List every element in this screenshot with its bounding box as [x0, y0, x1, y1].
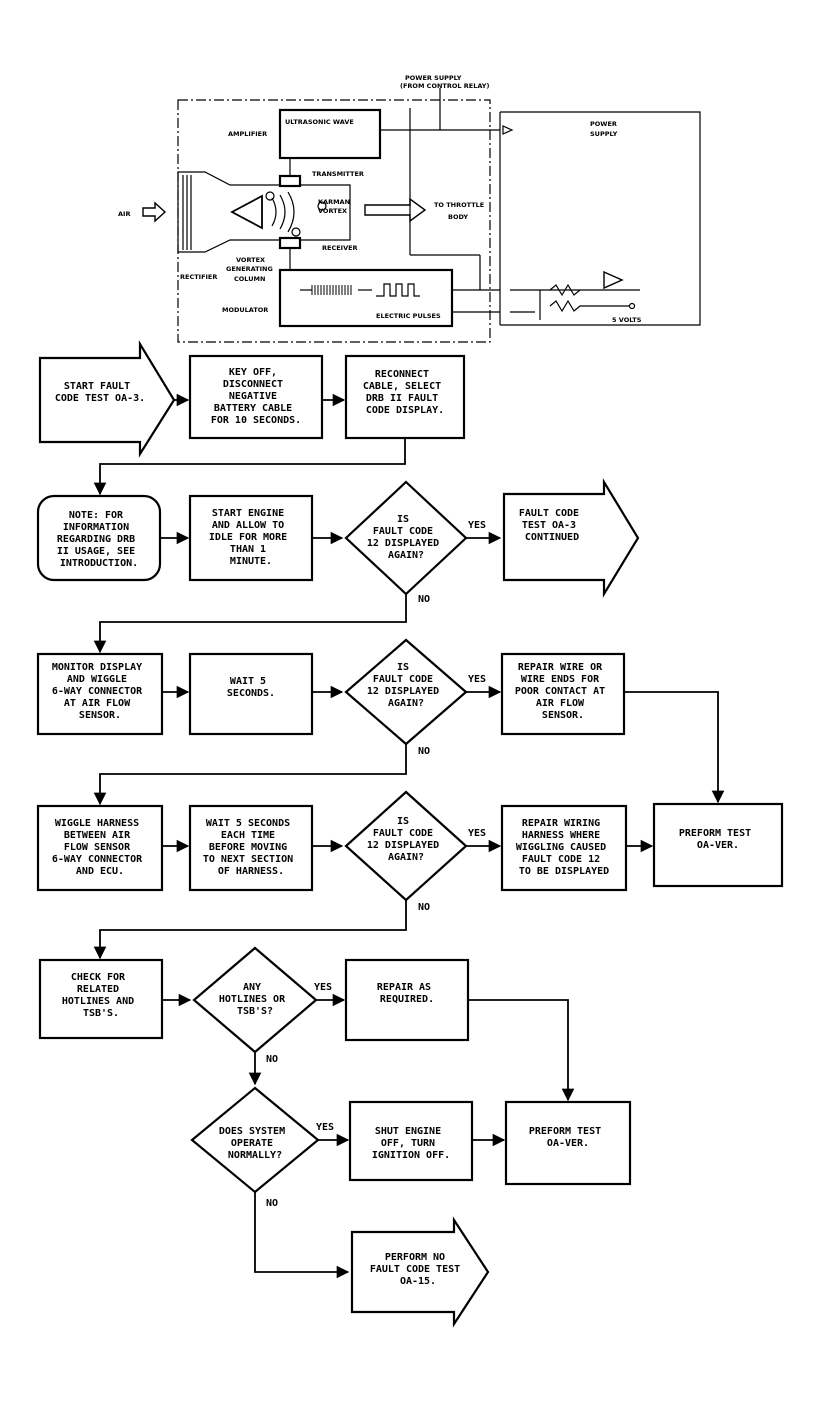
shut-engine-box	[348, 1100, 474, 1182]
transmitter-block	[278, 174, 302, 188]
vortex-waves-icon	[265, 191, 327, 237]
throttle-outlet-arrow-icon	[364, 197, 427, 223]
label-to-throttle: TO THROTTLE	[434, 201, 484, 209]
label-ultrasonic-wave: ULTRASONIC WAVE	[285, 118, 354, 126]
no-label-1: NO	[418, 594, 430, 605]
shut-engine-text: SHUT ENGINE OFF, TURN IGNITION OFF.	[372, 1126, 450, 1161]
label-modulator: MODULATOR	[222, 306, 268, 314]
repair-wire-box	[500, 652, 626, 736]
perform-no-fault-text: PERFORM NO FAULT CODE TEST OA-15.	[370, 1252, 466, 1287]
reconnect-text: RECONNECT CABLE, SELECT DRB II FAULT COD…	[363, 369, 447, 416]
label-electric-pulses: ELECTRIC PULSES	[376, 312, 441, 320]
wait5-each-text: WAIT 5 SECONDS EACH TIME BEFORE MOVING T…	[203, 818, 299, 877]
wiggle-text: WIGGLE HARNESS BETWEEN AIR FLOW SENSOR 6…	[52, 818, 148, 877]
yes-label-4: YES	[314, 982, 332, 993]
wiggle-box	[36, 804, 164, 892]
connector-repair-perform	[468, 999, 575, 1102]
perform-test-box-1	[652, 802, 784, 888]
label-power: POWER	[590, 120, 617, 128]
connector-no-1	[93, 594, 407, 654]
decision-3-text: IS FAULT CODE 12 DISPLAYED AGAIN?	[367, 816, 445, 863]
no-label-3: NO	[418, 902, 430, 913]
supply-frame	[500, 111, 701, 326]
connector-repair-wire-perform	[624, 691, 725, 804]
tube-grille	[182, 175, 192, 250]
fault-code-flowchart: START FAULT CODE TEST OA-3. KEY OFF, DIS…	[36, 340, 784, 1328]
flow-tube-outline	[177, 171, 351, 253]
monitor-text: MONITOR DISPLAY AND WIGGLE 6-WAY CONNECT…	[52, 662, 148, 721]
label-column: COLUMN	[234, 275, 265, 283]
label-karman: KARMAN	[318, 198, 350, 206]
label-vortex: VORTEX	[318, 207, 347, 215]
connector-no-3	[93, 900, 407, 960]
no-label-4: NO	[266, 1054, 278, 1065]
label-amplifier: AMPLIFIER	[228, 130, 267, 138]
repair-wiring-box	[500, 804, 628, 892]
receiver-block	[278, 236, 302, 250]
reconnect-box	[344, 354, 466, 440]
air-flow-sensor-schematic: POWER SUPPLY (FROM CONTROL RELAY) AMPLIF…	[118, 74, 701, 343]
resistor-2-icon	[549, 299, 630, 313]
resistor-1-icon	[549, 283, 581, 297]
yes-label-5: YES	[316, 1122, 334, 1133]
air-inlet-arrow-icon	[142, 201, 167, 223]
connector-no-5	[254, 1192, 350, 1279]
decision-2-text: IS FAULT CODE 12 DISPLAYED AGAIN?	[367, 662, 445, 709]
amplifier-box	[278, 108, 382, 160]
monitor-box	[36, 652, 164, 736]
label-supply: SUPPLY	[590, 130, 618, 138]
no-label-2: NO	[418, 746, 430, 757]
start-engine-text: START ENGINE AND ALLOW TO IDLE FOR MORE …	[209, 508, 293, 567]
repair-required-text: REPAIR AS REQUIRED.	[377, 982, 437, 1005]
power-arrow-icon	[502, 125, 514, 135]
continued-text: FAULT CODE TEST OA-3 CONTINUED	[519, 508, 585, 543]
pulse-waveform-icon	[300, 283, 420, 297]
label-body: BODY	[448, 213, 468, 221]
label-receiver: RECEIVER	[322, 244, 358, 252]
five-volt-terminal-icon	[628, 302, 636, 310]
repair-wire-text: REPAIR WIRE OR WIRE ENDS FOR POOR CONTAC…	[515, 662, 611, 721]
yes-label-3: YES	[468, 828, 486, 839]
no-label-5: NO	[266, 1198, 278, 1209]
label-transmitter: TRANSMITTER	[312, 170, 364, 178]
label-generating: GENERATING	[226, 265, 273, 273]
wait5-text: WAIT 5 SECONDS.	[227, 676, 275, 699]
label-power-supply-top: POWER SUPPLY	[405, 74, 462, 82]
key-off-text: KEY OFF, DISCONNECT NEGATIVE BATTERY CAB…	[211, 367, 301, 426]
check-text: CHECK FOR RELATED HOTLINES AND TSB'S.	[62, 972, 140, 1019]
sensor-housing-outline	[177, 99, 491, 343]
decision-1-text: IS FAULT CODE 12 DISPLAYED AGAIN?	[367, 514, 445, 561]
label-vortex-col: VORTEX	[236, 256, 265, 264]
label-rectifier: RECTIFIER	[180, 273, 217, 281]
wait5-box	[188, 652, 314, 736]
wait5-each-box	[188, 804, 314, 892]
label-5-volts: 5 VOLTS	[612, 316, 642, 324]
perform-no-fault-arrow-box	[350, 1216, 490, 1328]
decision-4-text: ANY HOTLINES OR TSB'S?	[219, 982, 291, 1017]
label-air: AIR	[118, 210, 130, 218]
decision-5-text: DOES SYSTEM OPERATE NORMALLY?	[219, 1126, 291, 1161]
perform-test-text-2: PREFORM TEST OA-VER.	[529, 1126, 607, 1149]
note-text: NOTE: FOR INFORMATION REGARDING DRB II U…	[57, 510, 141, 569]
continued-arrow-box	[502, 478, 640, 598]
start-text: START FAULT CODE TEST OA-3.	[55, 381, 145, 404]
vortex-column-icon	[230, 194, 263, 230]
modulator-box	[278, 268, 454, 328]
perform-test-box-2	[504, 1100, 632, 1186]
connector-no-2	[93, 744, 407, 806]
label-from-control-relay: (FROM CONTROL RELAY)	[400, 82, 489, 90]
key-off-box	[188, 354, 324, 440]
start-arrow-box	[38, 340, 176, 458]
check-box	[38, 958, 164, 1040]
perform-test-text-1: PREFORM TEST OA-VER.	[679, 828, 757, 851]
yes-label-2: YES	[468, 674, 486, 685]
repair-wiring-text: REPAIR WIRING HARNESS WHERE WIGGLING CAU…	[516, 818, 612, 877]
amplifier-triangle-icon	[603, 270, 624, 290]
connector-reconnect-note	[93, 438, 406, 496]
yes-label-1: YES	[468, 520, 486, 531]
